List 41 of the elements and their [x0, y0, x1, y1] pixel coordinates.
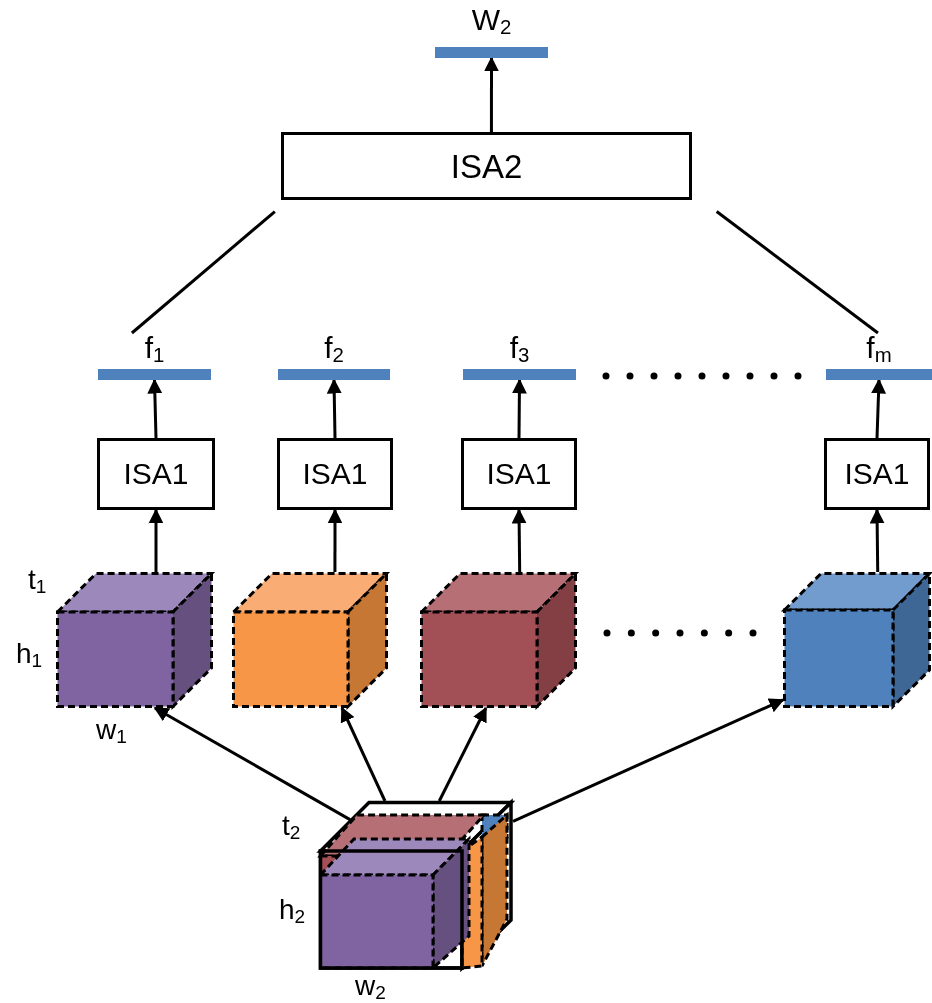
arrow: [484, 56, 499, 132]
dimension-label: w$_{1}$: [96, 716, 127, 744]
box-label: ISA1: [844, 459, 910, 489]
box-label: ISA1: [486, 459, 552, 489]
box-label: ISA1: [302, 459, 368, 489]
arrow: [512, 698, 785, 823]
connector-line: [715, 210, 879, 335]
cube-drawing: [783, 572, 931, 708]
arrow: [437, 706, 488, 802]
arrow: [511, 508, 527, 573]
process-box: [824, 438, 930, 510]
arrow: [869, 508, 885, 572]
dimension-label: t$_{2}$: [282, 812, 301, 840]
dimension-label: h$_{2}$: [279, 896, 306, 924]
vector-label: W$_{2}$: [470, 5, 513, 35]
dimension-label: h$_{1}$: [16, 640, 43, 668]
nested-cube-drawing: [319, 801, 513, 970]
cube-drawing: [56, 572, 213, 708]
connector-line: [130, 210, 276, 335]
vector-label: f$_{1}$: [143, 333, 166, 363]
process-box: [97, 438, 215, 510]
arrow: [327, 508, 343, 572]
process-box: [461, 438, 577, 510]
cube-drawing: [420, 572, 577, 708]
arrow: [147, 378, 163, 439]
process-box: [277, 438, 393, 510]
vector-label: f$_{3}$: [508, 333, 531, 363]
arrow: [326, 378, 342, 439]
arrow: [871, 378, 887, 439]
vector-label: f$_{2}$: [323, 333, 345, 363]
arrow: [511, 378, 527, 438]
arrow: [148, 508, 164, 572]
arrow: [153, 706, 351, 821]
arrow: [340, 706, 387, 802]
process-box: [281, 132, 692, 200]
dimension-label: t$_{1}$: [28, 566, 47, 594]
box-label: ISA1: [123, 459, 189, 489]
dimension-label: w$_{2}$: [355, 972, 386, 1000]
box-label: ISA2: [450, 149, 523, 183]
cube-drawing: [232, 572, 388, 708]
vector-label: f$_{m}$: [865, 333, 893, 363]
